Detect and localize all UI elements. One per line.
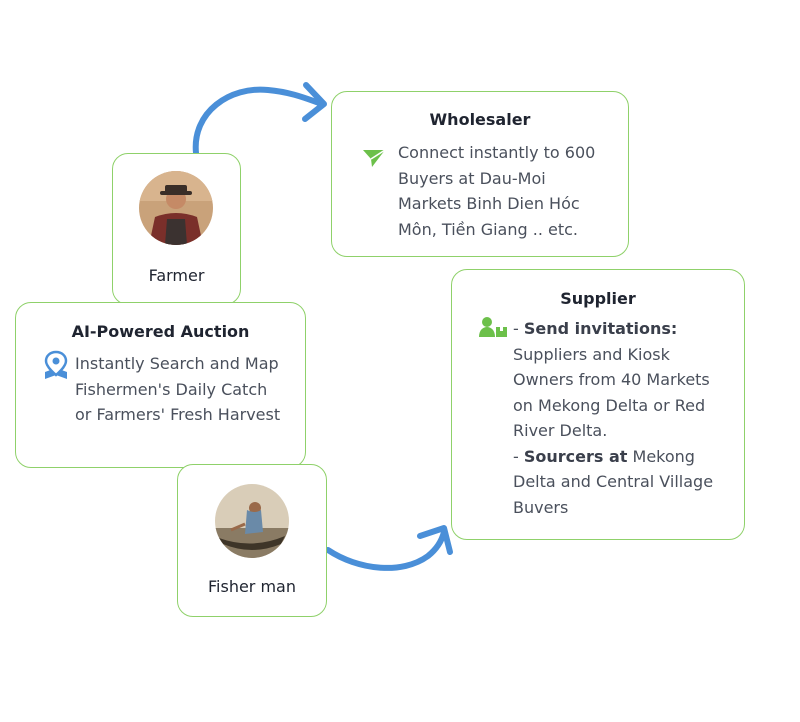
arrow-fisherman-to-supplier — [325, 525, 453, 571]
sourcer-text: Mekong Delta and Central Village Buvers — [513, 446, 714, 517]
wholesaler-card: Wholesaler Connect instantly to 600 Buye… — [331, 91, 629, 257]
farmer-card: Farmer — [112, 153, 241, 305]
wholesaler-title: Wholesaler — [429, 110, 531, 129]
farmer-avatar — [139, 171, 213, 245]
fisherman-avatar — [215, 484, 289, 558]
fisherman-card: Fisher man — [177, 464, 327, 617]
sourcer-prefix: - — [513, 446, 524, 466]
auction-title: AI-Powered Auction — [71, 322, 250, 341]
supplier-icon — [478, 316, 508, 342]
invite-text: Suppliers and Kiosk Owners from 40 Marke… — [513, 344, 710, 441]
auction-text: Instantly Search and Map Fishermen's Dai… — [75, 354, 281, 424]
map-pin-icon — [42, 350, 70, 384]
auction-card: AI-Powered Auction Instantly Search and … — [15, 302, 306, 468]
send-icon — [362, 148, 386, 172]
farmer-label: Farmer — [148, 266, 205, 285]
fisherman-label: Fisher man — [208, 577, 296, 596]
wholesaler-text: Connect instantly to 600 Buyers at Dau-M… — [398, 143, 596, 239]
supplier-title: Supplier — [560, 289, 636, 308]
supplier-card: Supplier - Send invitations: Suppliers a… — [451, 269, 745, 540]
sourcer-label: Sourcers at — [523, 446, 628, 466]
supplier-text: - Send invitations: Suppliers and Kiosk … — [513, 316, 728, 520]
invite-prefix: - — [513, 319, 524, 338]
invite-label: Send invitations: — [523, 319, 678, 338]
arrow-farmer-to-wholesaler — [192, 82, 327, 156]
